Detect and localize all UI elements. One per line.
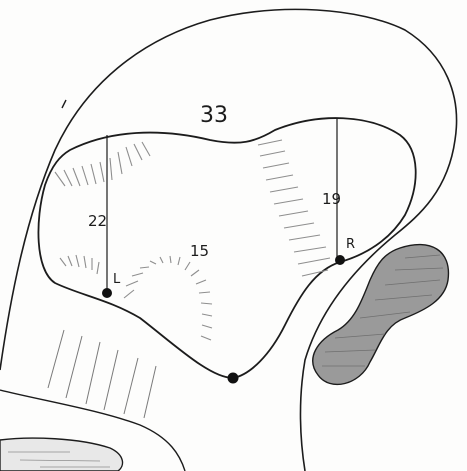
point-left xyxy=(102,288,112,298)
outer-tick xyxy=(62,100,66,108)
label-right-depth: 19 xyxy=(322,190,341,208)
label-center-depth: 15 xyxy=(190,242,209,260)
hatch-band-lower-left xyxy=(60,255,99,274)
point-bottom xyxy=(228,373,239,384)
outer-contour xyxy=(0,9,457,471)
label-right-point: R xyxy=(346,237,355,252)
hatch-band-right xyxy=(258,140,330,276)
label-total: 33 xyxy=(200,103,228,128)
hatch-band-upper-left xyxy=(55,142,150,186)
label-left-point: L xyxy=(113,272,121,287)
hatch-band-central xyxy=(124,256,212,340)
label-left-depth: 22 xyxy=(88,212,107,230)
bottom-fragment xyxy=(0,438,123,471)
point-right xyxy=(335,255,345,265)
